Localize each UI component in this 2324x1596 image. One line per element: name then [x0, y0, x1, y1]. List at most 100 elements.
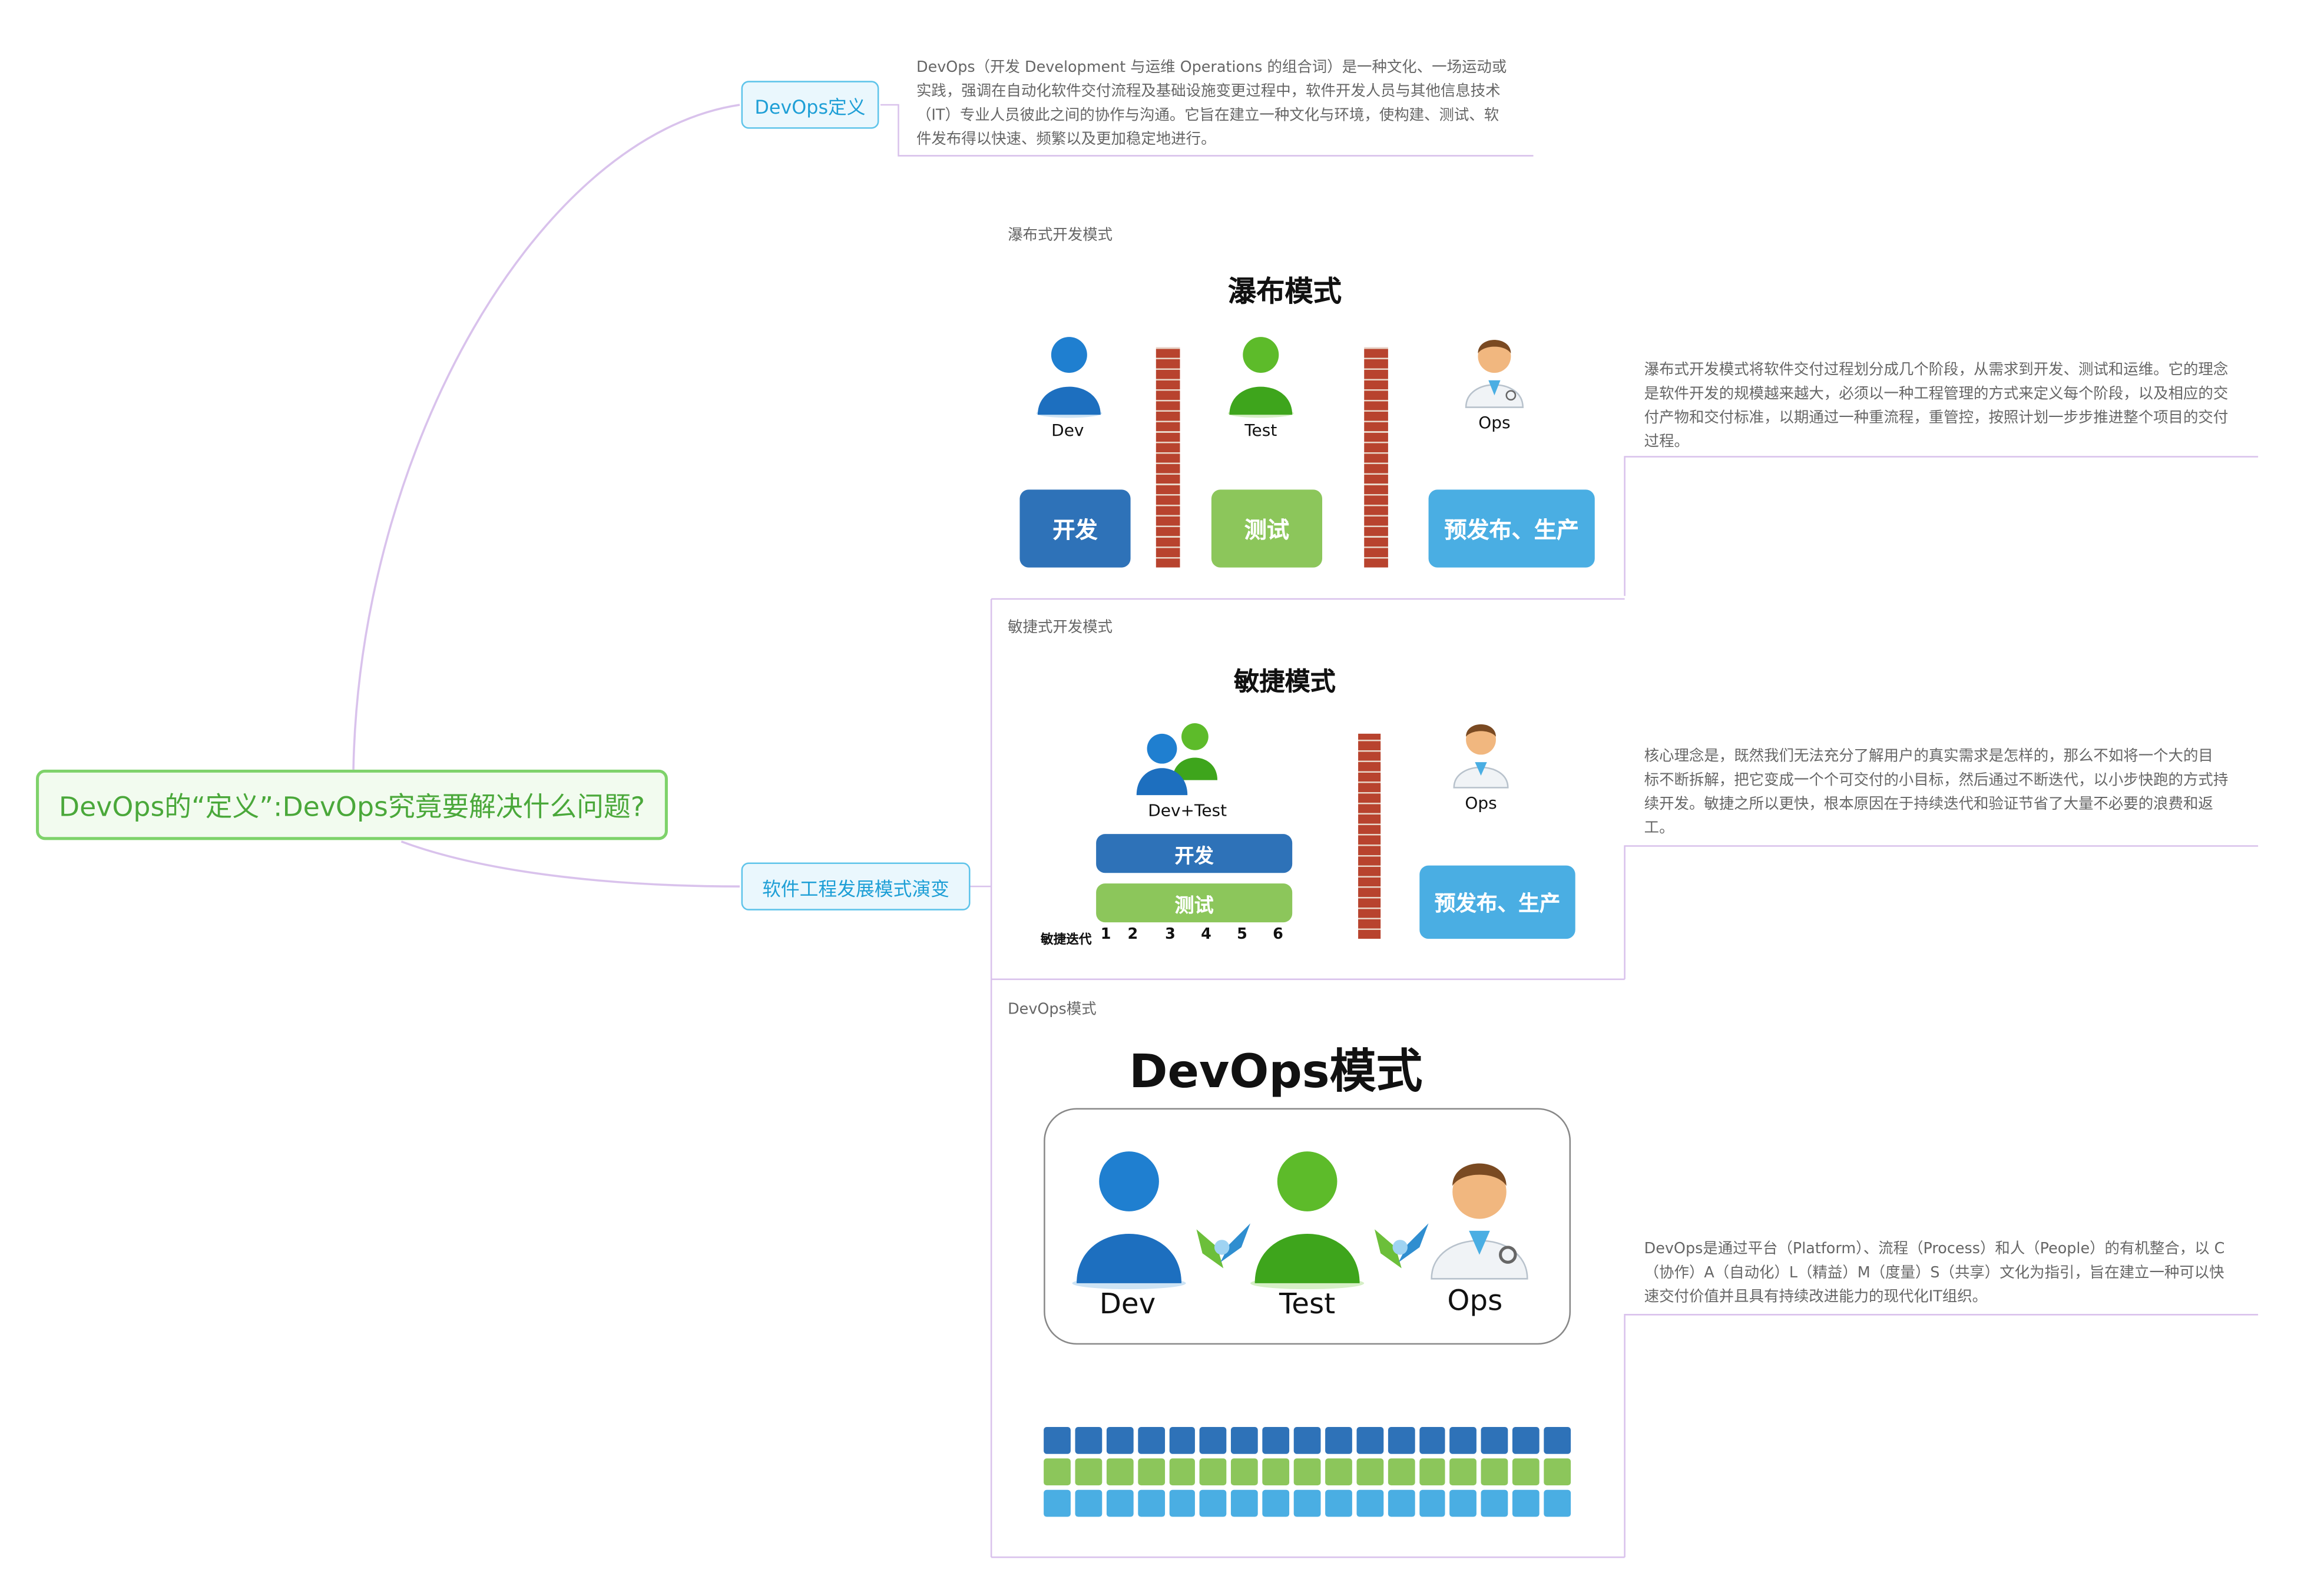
grid-row: [1044, 1458, 1571, 1486]
agile-note: 核心理念是，既然我们无法充分了解用户的真实需求是怎样的，那么不如将一个大的目 标…: [1644, 749, 2229, 837]
grid-cell: [1168, 1427, 1196, 1454]
grid-cell: [1262, 1489, 1290, 1517]
grid-cell: [1106, 1489, 1133, 1517]
grid-cell: [1044, 1458, 1071, 1486]
agile-iteration: 4: [1201, 926, 1211, 943]
grid-cell: [1293, 1458, 1321, 1486]
agile-caption: 敏捷式开发模式: [1008, 620, 1113, 637]
grid-cell: [1387, 1427, 1415, 1454]
grid-cell: [1075, 1458, 1102, 1486]
grid-cell: [1137, 1489, 1164, 1517]
grid-cell: [1137, 1458, 1164, 1486]
agile-person-devtest: Dev+Test: [1148, 801, 1227, 821]
doctor-icon: [1453, 724, 1509, 789]
agile-iteration: 6: [1273, 926, 1283, 943]
waterfall-person-dev: Dev: [1051, 420, 1084, 441]
handshake-icon: [1375, 1223, 1429, 1269]
grid-cell: [1044, 1427, 1071, 1454]
agile-title: 敏捷模式: [1234, 667, 1336, 698]
person-green-icon: [1227, 337, 1294, 418]
brick-wall-icon: [1358, 733, 1381, 939]
devops-note: DevOps是通过平台（Platform）、流程（Process）和人（Peop…: [1644, 1241, 2225, 1306]
devops-title: DevOps模式: [1129, 1045, 1423, 1100]
grid-cell: [1450, 1489, 1477, 1517]
grid-cell: [1293, 1489, 1321, 1517]
grid-cell: [1544, 1458, 1571, 1486]
devops-person-dev: Dev: [1099, 1287, 1156, 1321]
grid-cell: [1387, 1489, 1415, 1517]
grid-cell: [1512, 1458, 1540, 1486]
person-green-icon: [1250, 1151, 1365, 1290]
grid-cell: [1106, 1458, 1133, 1486]
devops-person-ops: Ops: [1447, 1284, 1503, 1318]
grid-cell: [1356, 1427, 1383, 1454]
grid-cell: [1419, 1427, 1446, 1454]
devops-team-box: [1044, 1108, 1571, 1345]
agile-iteration: 5: [1237, 926, 1247, 943]
waterfall-note: 瀑布式开发模式将软件交付过程划分成几个阶段，从需求到开发、测试和运维。它的理念是…: [1644, 362, 2229, 451]
grid-cell: [1544, 1489, 1571, 1517]
grid-cell: [1356, 1458, 1383, 1486]
grid-cell: [1200, 1427, 1227, 1454]
grid-cell: [1356, 1489, 1383, 1517]
topic-evolution[interactable]: 软件工程发展模式演变: [741, 862, 971, 910]
agile-iteration: 3: [1165, 926, 1176, 943]
grid-cell: [1325, 1458, 1352, 1486]
topic-devops-definition[interactable]: DevOps定义: [741, 81, 879, 129]
waterfall-phase-ops: 预发布、生产: [1428, 489, 1595, 568]
agile-iteration: 1: [1100, 926, 1111, 943]
grid-cell: [1512, 1427, 1540, 1454]
waterfall-title: 瀑布模式: [1227, 275, 1342, 309]
grid-cell: [1106, 1427, 1133, 1454]
person-group-icon: [1136, 723, 1218, 796]
devops-caption: DevOps模式: [1008, 1001, 1097, 1018]
grid-cell: [1168, 1489, 1196, 1517]
grid-cell: [1262, 1427, 1290, 1454]
grid-cell: [1231, 1458, 1259, 1486]
person-blue-icon: [1036, 337, 1103, 418]
waterfall-phase-dev: 开发: [1019, 489, 1131, 568]
doctor-icon: [1465, 340, 1524, 408]
agile-iteration-label: 敏捷迭代: [1041, 932, 1092, 948]
agile-phase-ops: 预发布、生产: [1419, 865, 1575, 939]
grid-cell: [1231, 1489, 1259, 1517]
grid-cell: [1544, 1427, 1571, 1454]
grid-cell: [1387, 1458, 1415, 1486]
grid-cell: [1481, 1458, 1508, 1486]
grid-cell: [1419, 1489, 1446, 1517]
waterfall-person-ops: Ops: [1478, 413, 1511, 433]
grid-cell: [1481, 1489, 1508, 1517]
person-blue-icon: [1072, 1151, 1186, 1290]
agile-iteration: 2: [1127, 926, 1138, 943]
grid-cell: [1325, 1489, 1352, 1517]
grid-cell: [1137, 1427, 1164, 1454]
grid-cell: [1325, 1427, 1352, 1454]
grid-row: [1044, 1427, 1571, 1454]
grid-cell: [1075, 1489, 1102, 1517]
grid-cell: [1450, 1427, 1477, 1454]
grid-cell: [1293, 1427, 1321, 1454]
brick-wall-icon: [1364, 347, 1388, 568]
grid-cell: [1450, 1458, 1477, 1486]
brick-wall-icon: [1156, 347, 1180, 568]
grid-cell: [1231, 1427, 1259, 1454]
grid-cell: [1419, 1458, 1446, 1486]
grid-cell: [1168, 1458, 1196, 1486]
waterfall-person-test: Test: [1244, 420, 1277, 441]
grid-cell: [1200, 1458, 1227, 1486]
handshake-icon: [1196, 1223, 1250, 1269]
grid-cell: [1044, 1489, 1071, 1517]
agile-person-ops: Ops: [1465, 793, 1497, 813]
devops-person-test: Test: [1279, 1287, 1336, 1321]
agile-phase-dev: 开发: [1096, 834, 1293, 873]
grid-cell: [1200, 1489, 1227, 1517]
grid-cell: [1075, 1427, 1102, 1454]
root-topic[interactable]: DevOps的“定义”:DevOps究竟要解决什么问题?: [36, 769, 668, 840]
agile-phase-test: 测试: [1096, 883, 1293, 923]
grid-cell: [1481, 1427, 1508, 1454]
grid-row: [1044, 1489, 1571, 1517]
grid-cell: [1512, 1489, 1540, 1517]
grid-cell: [1262, 1458, 1290, 1486]
waterfall-caption: 瀑布式开发模式: [1008, 227, 1113, 244]
